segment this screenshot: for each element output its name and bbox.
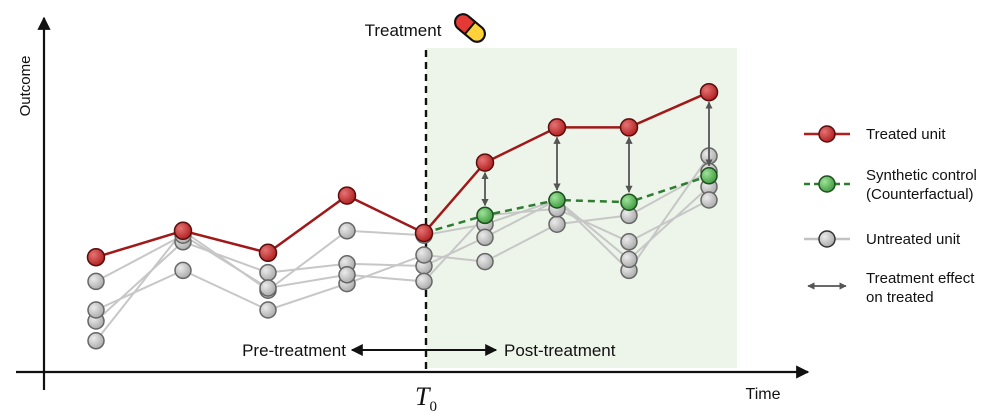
untreated-point [415, 246, 433, 264]
treatment-time-label: T0 [415, 382, 437, 415]
treated-point [337, 186, 357, 205]
untreated-point [87, 272, 105, 291]
untreated-point [415, 272, 433, 291]
post-treatment-label: Post-treatment [504, 341, 616, 360]
untreated-point [338, 266, 356, 284]
untreated-point [476, 252, 494, 271]
treated-point [414, 223, 434, 243]
treated-point [475, 153, 495, 172]
y-axis-label: Outcome [17, 56, 34, 117]
legend: Treated unit Synthetic control (Counterf… [804, 125, 977, 306]
synthetic-point [476, 206, 494, 225]
untreated-point [174, 261, 192, 280]
svg-text:Treated unit: Treated unit [866, 126, 946, 143]
post-treatment-region [426, 48, 737, 368]
untreated-point [700, 191, 718, 209]
untreated-point [620, 250, 638, 269]
legend-treated: Treated unit [804, 125, 946, 143]
treatment-label: Treatment [365, 21, 442, 40]
untreated-point [259, 279, 277, 297]
legend-effect: Treatment effect on treated [807, 270, 975, 306]
untreated-point [476, 228, 494, 247]
svg-text:Untreated unit: Untreated unit [866, 231, 961, 248]
legend-untreated: Untreated unit [804, 230, 961, 248]
untreated-point [620, 233, 638, 251]
synthetic-control-series [423, 167, 718, 235]
synthetic-point [700, 167, 718, 185]
treated-point [547, 118, 567, 137]
synthetic-point [620, 193, 638, 211]
svg-text:(Counterfactual): (Counterfactual) [866, 186, 974, 203]
treated-point [173, 221, 193, 241]
untreated-point [259, 301, 277, 319]
treated-point [258, 243, 278, 263]
legend-synthetic: Synthetic control (Counterfactual) [804, 167, 977, 203]
treated-point [86, 247, 106, 267]
pill-icon [454, 13, 486, 43]
svg-text:Synthetic control: Synthetic control [866, 167, 977, 184]
synthetic-point [548, 191, 566, 209]
treated-point [619, 118, 639, 137]
untreated-point [87, 301, 105, 319]
svg-text:Treatment effect: Treatment effect [866, 270, 975, 287]
untreated-point [259, 263, 277, 282]
untreated-point [338, 222, 356, 240]
treated-point [699, 82, 719, 102]
treatment-effect-arrows [481, 101, 713, 207]
untreated-point [87, 332, 105, 350]
pre-treatment-label: Pre-treatment [242, 341, 346, 360]
untreated-point [548, 215, 566, 233]
treated-unit-series [86, 82, 719, 267]
x-axis-label: Time [746, 386, 781, 403]
svg-text:on treated: on treated [866, 289, 934, 306]
